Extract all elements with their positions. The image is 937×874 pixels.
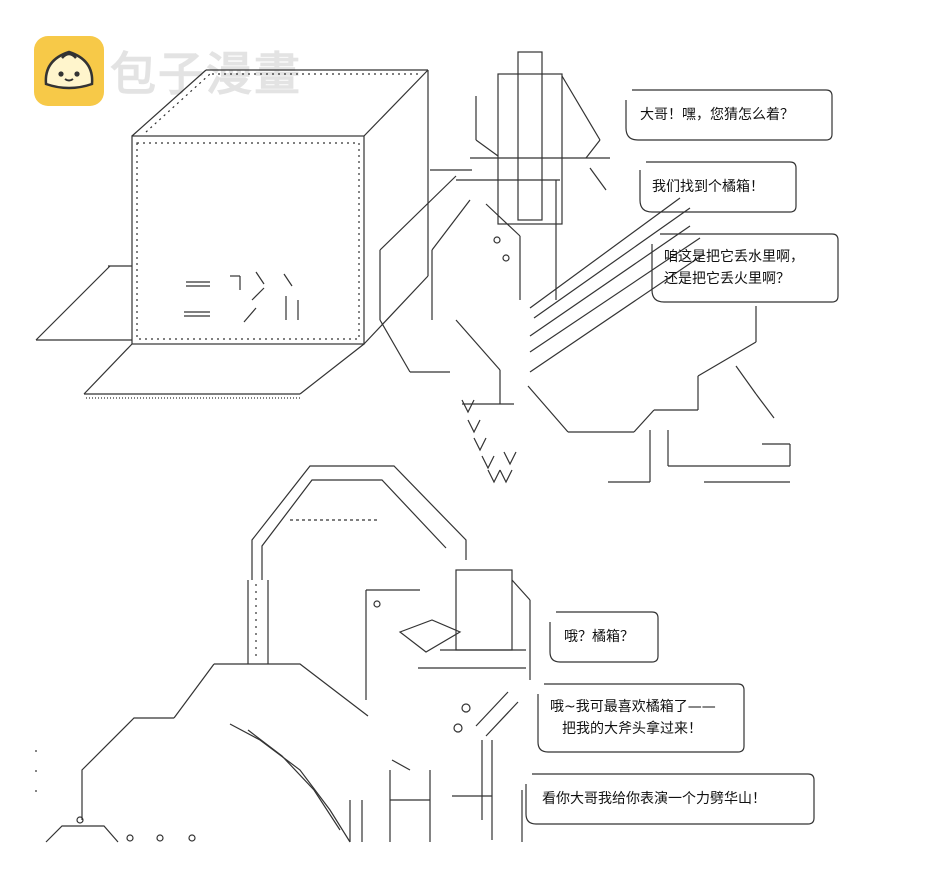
bubble-5-line-1: 哦~我可最喜欢橘箱了—— bbox=[550, 699, 716, 715]
bubble-3-line-1: 咱这是把它丢水里啊， bbox=[664, 249, 804, 265]
speech-bubble-3: 咱这是把它丢水里啊， 还是把它丢火里啊？ bbox=[664, 246, 804, 290]
speech-bubble-4: 哦？橘箱？ bbox=[564, 626, 634, 648]
speech-bubble-6: 看你大哥我给你表演一个力劈华山！ bbox=[542, 788, 766, 810]
watermark: 包子漫畫 bbox=[34, 36, 302, 106]
panel1-bubbles bbox=[625, 89, 839, 303]
bubble-2-line-1: 我们找到个橘箱！ bbox=[652, 179, 764, 195]
character-bottom bbox=[35, 465, 531, 843]
bubble-1-line-1: 大哥！嘿，您猜怎么着？ bbox=[640, 107, 794, 123]
bubble-4-line-1: 哦？橘箱？ bbox=[564, 629, 634, 645]
speech-bubble-5: 哦~我可最喜欢橘箱了—— 把我的大斧头拿过来！ bbox=[550, 696, 716, 740]
bubble-5-line-2: 把我的大斧头拿过来！ bbox=[562, 721, 702, 737]
watermark-text: 包子漫畫 bbox=[110, 47, 302, 101]
character-top bbox=[379, 51, 791, 484]
box-drawing bbox=[35, 69, 429, 399]
bubble-6-line-1: 看你大哥我给你表演一个力劈华山！ bbox=[542, 791, 766, 807]
speech-bubble-1: 大哥！嘿，您猜怎么着？ bbox=[640, 104, 794, 126]
speech-bubble-2: 我们找到个橘箱！ bbox=[652, 176, 764, 198]
bubble-3-line-2: 还是把它丢火里啊？ bbox=[664, 271, 790, 287]
panel2-bubbles bbox=[525, 611, 815, 825]
steamed-bun-icon bbox=[34, 36, 104, 106]
